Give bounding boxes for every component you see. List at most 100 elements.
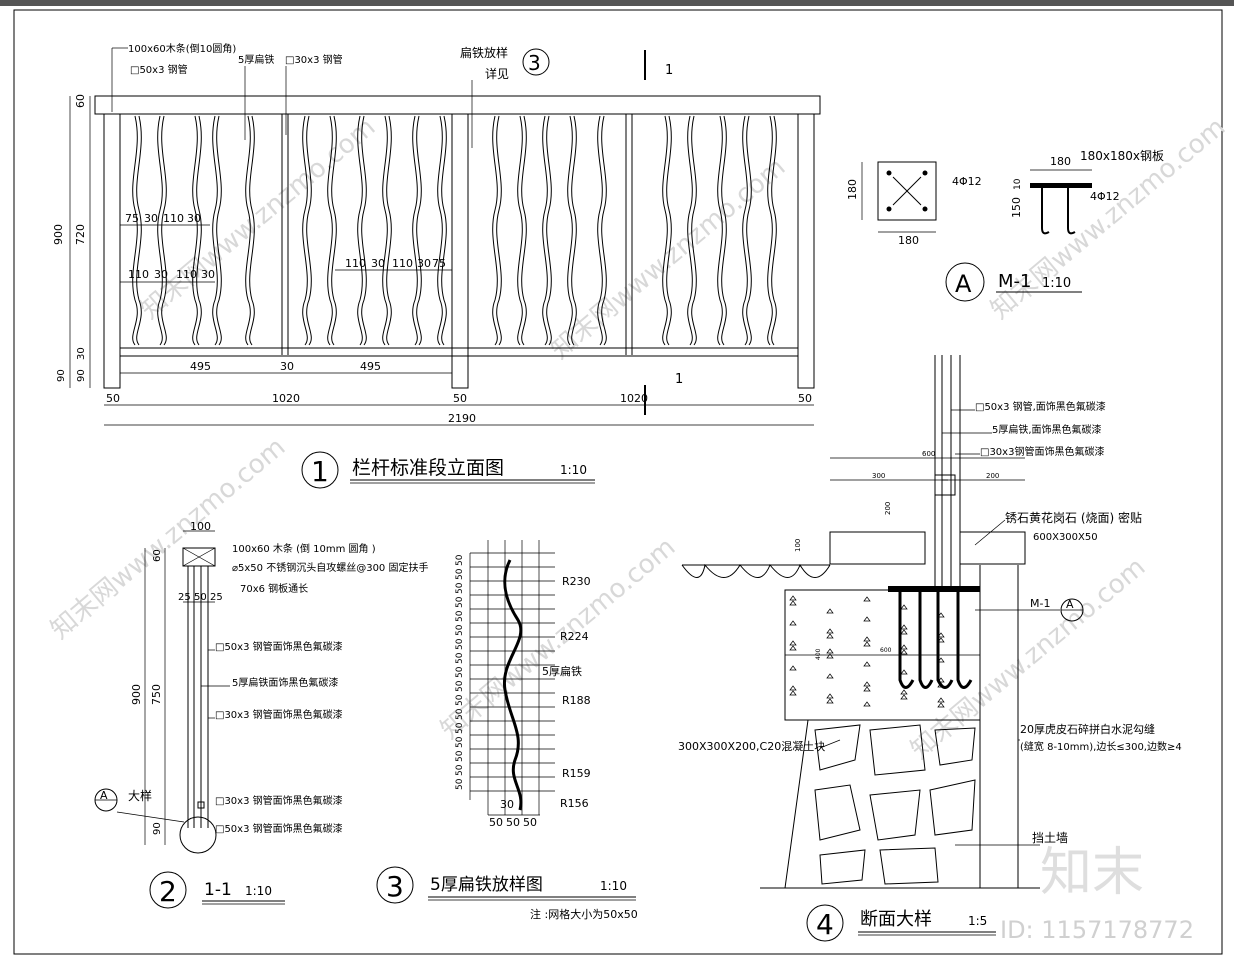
speck <box>789 645 797 651</box>
title-num-3: 3 <box>386 870 404 903</box>
speck <box>789 600 797 606</box>
plate-label: 180x180x钢板 <box>1080 149 1164 163</box>
speck <box>863 661 871 667</box>
callout-flat-ref: 扁铁放样 <box>460 45 508 60</box>
plate-bars: 4Φ12 <box>952 175 982 188</box>
plate-dim-180-bottom: 180 <box>898 234 919 247</box>
callout-pipe50: □50x3 钢管 <box>130 63 188 76</box>
speck <box>826 648 834 654</box>
ref-num-3: 3 <box>528 51 541 75</box>
wave-bar <box>192 115 198 346</box>
dim-60: 60 <box>74 94 87 108</box>
grid-dim-label: 50 <box>455 680 465 692</box>
section-1-1: 100 25 50 25 60 900 750 90 100x60 木条 (倒 … <box>94 520 428 909</box>
grid-dim-label: 50 <box>455 554 465 566</box>
grid-dim-label: 50 <box>455 610 465 622</box>
sec-note: 70x6 钢板通长 <box>240 582 308 595</box>
detail-label: 大样 <box>128 788 152 803</box>
grid-dim-label: 50 <box>455 652 465 664</box>
dim-50b: 50 <box>453 392 467 405</box>
bottom-dim: 50 <box>523 816 537 829</box>
det-title: 断面大样 <box>860 909 932 930</box>
title-circle-4 <box>806 904 844 942</box>
dim-row2: 30 <box>154 268 168 281</box>
speck <box>863 681 871 687</box>
wave-bar <box>742 115 748 346</box>
plate-scale: 1:10 <box>1042 276 1071 291</box>
speck <box>900 689 908 695</box>
dim-495a: 495 <box>190 360 211 373</box>
speck <box>789 640 797 646</box>
post-middle <box>451 113 469 389</box>
granite-slab-left <box>829 531 926 565</box>
scale-elevation: 1:10 <box>560 463 587 477</box>
speck <box>937 702 945 708</box>
post-left <box>103 113 121 389</box>
wave-bar <box>767 115 773 346</box>
speck <box>789 595 797 601</box>
window-top-bar <box>0 0 1234 6</box>
dim-row1: 75 <box>125 212 139 225</box>
wave-bar-edge <box>306 115 312 346</box>
wave-bar-edge <box>721 115 727 346</box>
section-mark-top: 1 <box>665 63 673 78</box>
wave-bar-edge <box>386 115 392 346</box>
wave-bar-edge <box>249 115 255 346</box>
granite-slab-right <box>959 531 1026 565</box>
watermark-id: ID: 1157178772 <box>1000 916 1194 944</box>
flat-iron-waves <box>132 115 777 346</box>
wave-bar <box>327 115 333 346</box>
wave-bar <box>542 115 548 346</box>
detail-mark-letter: A <box>100 789 108 802</box>
sec-h750: 750 <box>150 684 163 705</box>
title-num-1: 1 <box>311 455 329 488</box>
wave-bar <box>302 115 308 346</box>
det-dim: 200 <box>986 472 999 480</box>
sec-note: 5厚扁铁面饰黑色氟碳漆 <box>232 676 338 689</box>
wave-bar <box>597 115 603 346</box>
wave-bar-edge <box>521 115 527 346</box>
dim-1020a: 1020 <box>272 392 300 405</box>
det-dim: 300 <box>872 472 885 480</box>
plate-square <box>877 161 937 221</box>
wave-bar <box>412 115 418 346</box>
radius-188: R188 <box>562 694 591 707</box>
sec-h90: 90 <box>152 822 163 835</box>
grid-dim-label: 50 <box>455 736 465 748</box>
grid-dim-label: 50 <box>455 694 465 706</box>
grid-dim-label: 50 <box>455 582 465 594</box>
plate-bars2: 4Φ12 <box>1090 190 1120 203</box>
title-elevation: 栏杆标准段立面图 <box>352 457 504 479</box>
handrail-wood <box>94 95 821 115</box>
dim-row3: 30 <box>417 257 431 270</box>
wave-bar <box>437 115 443 346</box>
wave-bar <box>382 115 388 346</box>
wave-bar <box>517 115 523 346</box>
det-note: □30x3钢管面饰黑色氟碳漆 <box>980 445 1104 458</box>
det-dim: 400 <box>815 648 822 660</box>
speck <box>789 690 797 696</box>
wave-bar-edge <box>571 115 577 346</box>
wave-bar-edge <box>416 115 422 346</box>
speck <box>863 636 871 642</box>
watermark-tile: 知末网www.znzmo.com <box>45 432 291 645</box>
ref-circle-3 <box>522 48 550 76</box>
speck <box>900 649 908 655</box>
wave-bar-edge <box>746 115 752 346</box>
det-dim: 200 <box>884 502 892 515</box>
speck <box>863 596 871 602</box>
template-scale: 1:10 <box>600 879 627 893</box>
grid-dim-label: 50 <box>455 596 465 608</box>
wave-bar-edge <box>161 115 167 346</box>
plate-title: M-1 <box>998 271 1031 292</box>
dim-row3: 30 <box>371 257 385 270</box>
wave-bar-edge <box>546 115 552 346</box>
watermark-tiles: 知末网www.znzmo.com 知末网www.znzmo.com 知末网www… <box>45 112 1231 765</box>
bottom-30: 30 <box>500 798 514 811</box>
section-mark-bottom: 1 <box>675 372 683 387</box>
grid-dim-label: 50 <box>455 708 465 720</box>
wave-bar <box>662 115 668 346</box>
speck <box>863 641 871 647</box>
